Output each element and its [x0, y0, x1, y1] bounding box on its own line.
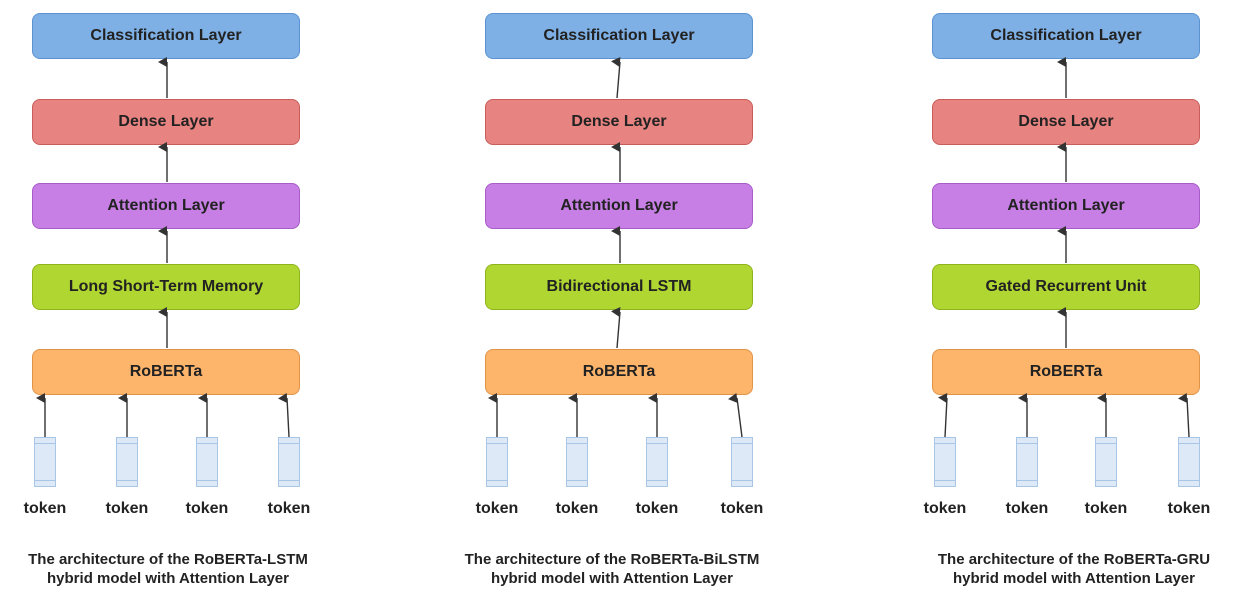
caption-line: The architecture of the RoBERTa-GRU	[937, 551, 1211, 568]
token-label: token	[923, 500, 967, 517]
token-vector	[1016, 437, 1038, 487]
roberta-box: RoBERTa	[932, 349, 1200, 395]
token-vector	[278, 437, 300, 487]
token-vector	[486, 437, 508, 487]
attention-layer-box: Attention Layer	[485, 183, 753, 229]
token-label: token	[555, 500, 599, 517]
diagram-caption: The architecture of the RoBERTa-BiLSTM h…	[432, 550, 792, 588]
recurrent-layer-box: Gated Recurrent Unit	[932, 264, 1200, 310]
token-vector	[646, 437, 668, 487]
token-label: token	[635, 500, 679, 517]
roberta-box: RoBERTa	[32, 349, 300, 395]
diagram-caption: The architecture of the RoBERTa-LSTM hyb…	[0, 550, 348, 588]
token-vector	[731, 437, 753, 487]
token-vector	[34, 437, 56, 487]
token-label: token	[23, 500, 67, 517]
token-label: token	[185, 500, 229, 517]
classification-layer-box: Classification Layer	[485, 13, 753, 59]
token-vector	[1178, 437, 1200, 487]
arrow	[611, 307, 621, 349]
arrow	[611, 57, 621, 99]
arrow	[938, 393, 948, 438]
arrow	[278, 393, 290, 438]
token-vector	[196, 437, 218, 487]
arrow	[1178, 393, 1190, 438]
caption-line: hybrid model with Attention Layer	[491, 570, 733, 587]
roberta-box: RoBERTa	[485, 349, 753, 395]
recurrent-layer-box: Bidirectional LSTM	[485, 264, 753, 310]
dense-layer-box: Dense Layer	[485, 99, 753, 145]
classification-layer-box: Classification Layer	[932, 13, 1200, 59]
token-label: token	[105, 500, 149, 517]
token-vector	[934, 437, 956, 487]
attention-layer-box: Attention Layer	[932, 183, 1200, 229]
token-label: token	[267, 500, 311, 517]
classification-layer-box: Classification Layer	[32, 13, 300, 59]
diagram-caption: The architecture of the RoBERTa-GRU hybr…	[894, 550, 1241, 588]
arrow	[728, 393, 743, 438]
token-vector	[116, 437, 138, 487]
token-vector	[566, 437, 588, 487]
token-label: token	[1167, 500, 1211, 517]
caption-line: hybrid model with Attention Layer	[47, 570, 289, 587]
caption-line: The architecture of the RoBERTa-LSTM	[28, 551, 308, 568]
token-label: token	[1084, 500, 1128, 517]
recurrent-layer-box: Long Short-Term Memory	[32, 264, 300, 310]
token-label: token	[720, 500, 764, 517]
caption-line: hybrid model with Attention Layer	[953, 570, 1195, 587]
token-vector	[1095, 437, 1117, 487]
attention-layer-box: Attention Layer	[32, 183, 300, 229]
dense-layer-box: Dense Layer	[932, 99, 1200, 145]
dense-layer-box: Dense Layer	[32, 99, 300, 145]
token-label: token	[1005, 500, 1049, 517]
token-label: token	[475, 500, 519, 517]
caption-line: The architecture of the RoBERTa-BiLSTM	[464, 551, 760, 568]
